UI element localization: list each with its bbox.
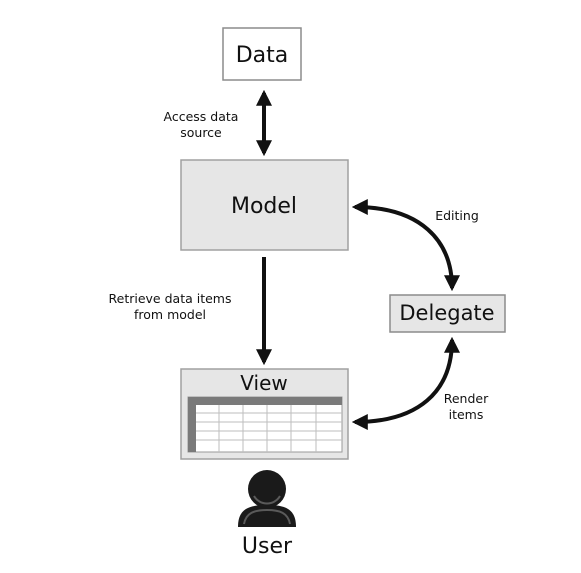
editing-label: Editing: [435, 208, 479, 223]
render-label-line1: Render: [444, 391, 489, 406]
retrieve-label-line1: Retrieve data items: [109, 291, 232, 306]
delegate-label: Delegate: [399, 301, 494, 325]
delegate-node: Delegate: [389, 294, 506, 333]
access-label-line2: source: [180, 125, 222, 140]
data-label: Data: [236, 43, 289, 68]
data-box: [222, 27, 302, 81]
data-node: Data: [222, 27, 302, 81]
user-label: User: [242, 534, 293, 559]
model-box: [180, 159, 349, 251]
delegate-box: [389, 294, 506, 333]
editing-arrow: [351, 199, 460, 292]
retrieve-label-line2: from model: [134, 307, 206, 322]
model-label: Model: [231, 194, 297, 219]
view-table-icon: [187, 396, 343, 453]
view-node: View: [180, 368, 349, 460]
render-label-line2: items: [449, 407, 484, 422]
render-arrow: [351, 336, 460, 430]
user-icon: [238, 470, 296, 527]
model-node: Model: [180, 159, 349, 251]
access-label-line1: Access data: [164, 109, 239, 124]
view-label: View: [240, 371, 287, 395]
